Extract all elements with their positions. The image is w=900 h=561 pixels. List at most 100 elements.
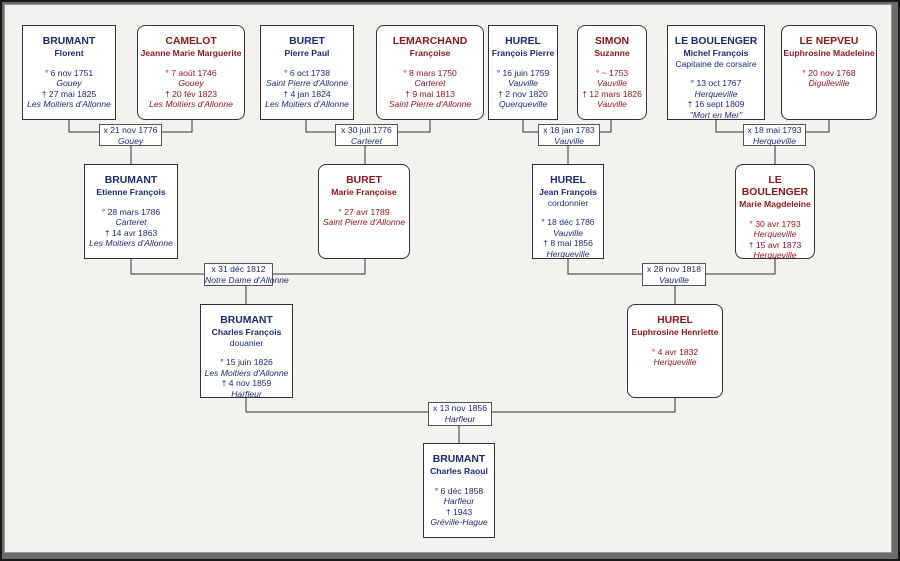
person-given-names: Marie Magdeleine [739, 199, 811, 209]
birth-date: ° 4 avr 1832 [651, 346, 699, 357]
place-name: Les Moitiers d'Allonne [27, 99, 111, 110]
place-name: Saint Pierre d'Allonne [322, 217, 406, 228]
place-name: Herqueville [753, 250, 797, 261]
birth-date: ° 13 oct 1767 [690, 78, 742, 89]
death-date: † 8 mai 1856 [543, 238, 593, 249]
place-name: Saint Pierre d'Allonne [265, 78, 349, 89]
birth-date: ° 20 nov 1768 [802, 67, 856, 78]
death-date: † 1943 [445, 506, 473, 517]
spacer [85, 198, 177, 207]
marriage-place: Notre Dame d'Allonne [205, 274, 289, 285]
birth-date: ° 28 mars 1786 [101, 206, 161, 217]
spacer [319, 198, 409, 207]
place-name: Carteret [115, 217, 147, 228]
marriage-place: Vauville [659, 274, 689, 285]
person-surname: BURET [346, 175, 382, 186]
spacer [782, 59, 876, 68]
marriage-place: Carteret [350, 135, 383, 146]
person-given-names: Euphrosine Henriette [631, 327, 719, 337]
spacer [628, 338, 722, 347]
place-name: Gréville-Hague [430, 517, 488, 528]
person-given-names: Suzanne [594, 48, 630, 58]
birth-date: ° 16 juin 1759 [496, 67, 550, 78]
person-given-names: Jeanne Marie Marguerite [140, 48, 242, 58]
place-name: Vauville [597, 78, 627, 89]
death-date: † 14 avr 1863 [104, 227, 158, 238]
death-date: † 12 mars 1826 [582, 88, 642, 99]
birth-date: ° ~ 1753 [595, 67, 629, 78]
person-surname: BRUMANT [104, 175, 158, 186]
place-name: Harfleur [443, 496, 475, 507]
place-name: Herqueville [653, 357, 697, 368]
person-given-names: Euphrosine Madeleine [783, 48, 875, 58]
person-occupation: cordonnier [547, 197, 589, 208]
marriage-place: Vauville [554, 135, 584, 146]
place-name: Les Moitiers d'Allonne [204, 367, 289, 378]
place-name: Harfleur [231, 388, 262, 399]
place-name: Saint Pierre d'Allonne [388, 99, 472, 110]
spacer [201, 348, 292, 357]
marriage-date: x 31 déc 1812 [211, 264, 266, 274]
death-date: † 16 sept 1809 [687, 99, 745, 110]
place-name: Carteret [414, 78, 446, 89]
marriage-date: x 13 nov 1856 [433, 403, 487, 413]
spacer [23, 59, 115, 68]
birth-date: ° 30 avr 1793 [749, 218, 801, 229]
birth-date: ° 6 oct 1738 [284, 67, 330, 78]
place-name: Vauville [508, 78, 538, 89]
person-surname: LE BOULENGER [674, 36, 758, 47]
marriage-date: x 28 nov 1818 [647, 264, 701, 274]
place-name: "Mort en Mer" [689, 109, 743, 120]
place-name: Herqueville [753, 229, 797, 240]
place-name: Herqueville [694, 88, 738, 99]
death-date: † 27 mai 1825 [41, 88, 97, 99]
marriage-date: x 18 mai 1793 [747, 125, 802, 135]
person-surname: BRUMANT [432, 454, 486, 465]
place-name: Vauville [553, 227, 583, 238]
spacer [138, 59, 244, 68]
person-given-names: Charles François [211, 327, 282, 337]
person-given-names: François Pierre [491, 48, 555, 58]
person-occupation: douanier [229, 337, 264, 348]
birth-date: ° 15 juin 1826 [220, 357, 273, 368]
person-surname: HUREL [550, 175, 586, 186]
marriage-date: x 21 nov 1776 [103, 125, 158, 135]
birth-date: ° 27 avr 1789 [338, 206, 390, 217]
death-date: † 20 fév 1823 [164, 88, 218, 99]
person-surname: BRUMANT [42, 36, 96, 47]
person-given-names: Françoise [409, 48, 451, 58]
spacer [424, 477, 494, 486]
person-given-names: Charles Raoul [430, 466, 488, 476]
death-date: † 2 nov 1820 [498, 88, 548, 99]
death-date: † 4 nov 1859 [221, 378, 272, 389]
person-surname: HUREL [505, 36, 541, 47]
person-given-names: Michel François [683, 48, 749, 58]
spacer [377, 59, 483, 68]
person-surname: LEMARCHAND [392, 36, 468, 47]
person-given-names: Etienne François [96, 187, 166, 197]
place-name: Les Moitiers d'Allonne [265, 99, 349, 110]
person-surname: BRUMANT [220, 315, 273, 326]
person-occupation: Capitaine de corsaire [675, 58, 757, 69]
place-name: Gouey [56, 78, 82, 89]
